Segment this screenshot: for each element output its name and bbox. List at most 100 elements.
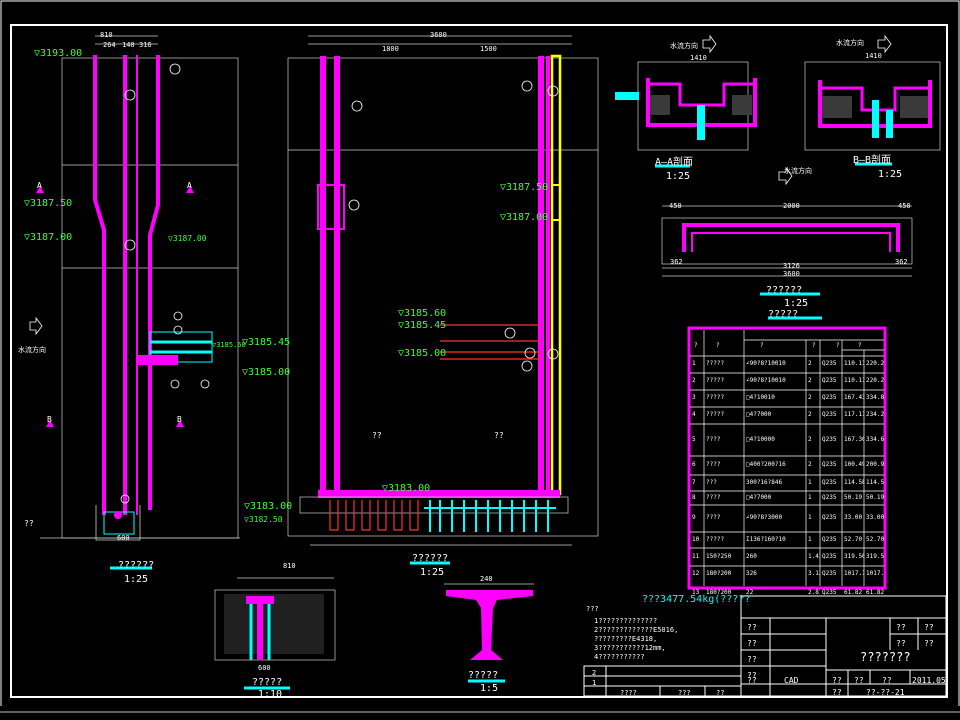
table-cell: 1 [692, 360, 696, 367]
table-cell: Q235 [822, 493, 837, 501]
table-cell: ∠90?8?3000 [746, 514, 783, 521]
plan-view-drawing [661, 166, 913, 320]
table-cell: 319.50 [844, 552, 864, 560]
flow-direction-bb: 水流方向 [836, 39, 864, 47]
table-cell: 52.70 [844, 535, 863, 543]
table-header-cell: ? [716, 342, 720, 349]
table-cell: 334.60 [866, 435, 884, 443]
table-cell: ???? [706, 493, 721, 501]
tb-r6b: ?? [854, 676, 864, 685]
table-cell: 50.19 [866, 493, 884, 501]
dim-450-right: 450 [898, 202, 911, 210]
tb-rev-2: 2 [592, 669, 597, 677]
section-bb-drawing [804, 34, 941, 166]
section-mark-a-left: A [37, 181, 42, 190]
table-cell: Q235 [822, 461, 837, 468]
detail-title: ????? [252, 677, 283, 688]
table-cell: ???? [706, 461, 721, 468]
tb-r6c: ?? [882, 676, 892, 685]
table-cell: 12 [692, 569, 700, 577]
dim-1410-aa: 1410 [690, 54, 707, 62]
dim-3600-front: 3600 [430, 31, 447, 39]
table-cell: 167.30 [844, 435, 864, 443]
elev-3185-00-left: ▽3185.00 [242, 367, 291, 378]
note-2: 2?????????????E5016, [594, 626, 679, 634]
table-cell: 220.22 [866, 360, 884, 367]
table-cell: 10 [692, 535, 700, 543]
table-cell: Q235 [822, 394, 837, 401]
tb-rev-a: ???? [620, 689, 637, 697]
elev-3187-50-front: ▽3187.50 [500, 182, 549, 193]
table-cell: □4?10010 [746, 394, 775, 401]
tb-r4a: ?? [747, 671, 757, 680]
dim-600-left: 600 [117, 534, 130, 542]
table-cell: 8 [692, 493, 696, 501]
table-cell: 220.22 [866, 377, 884, 384]
tb-r6a-bottom: ?? [832, 688, 842, 697]
material-table: 1?????∠90?8?100102Q235110.11220.222?????… [690, 356, 884, 596]
table-cell: ∠90?8?10010 [746, 377, 786, 384]
table-cell: □400?200?16 [746, 461, 786, 468]
rail-scale: 1:5 [480, 683, 499, 694]
table-cell: 33.00 [866, 514, 884, 521]
dim-3126: 3126 [783, 262, 800, 270]
tb-r3a: ?? [747, 655, 757, 664]
table-cell: 2 [808, 461, 812, 468]
elev-3185-45-front: ▽3185.45 [398, 320, 447, 331]
dim-810-top: 810 [100, 31, 113, 39]
dim-450-left: 450 [669, 202, 682, 210]
elev-3185-60-front: ▽3185.60 [398, 308, 447, 319]
table-cell: 319.50 [866, 552, 884, 560]
elev-3187-00-front: ▽3187.00 [500, 212, 549, 223]
table-header-cell: ? [836, 342, 840, 349]
table-cell: 150?250 [706, 552, 732, 560]
table-cell: ???? [706, 514, 721, 521]
front-scale: 1:25 [420, 567, 445, 578]
table-cell: 2 [808, 435, 812, 443]
section-mark-b-right: B [177, 415, 182, 424]
table-cell: Q235 [822, 411, 837, 418]
table-cell: I136?160?10 [746, 535, 786, 543]
table-cell: Q235 [822, 435, 837, 443]
table-cell: Q235 [822, 569, 837, 577]
tb-r5a: ?? [747, 676, 757, 685]
elev-3185-45-left: ▽3185.45 [242, 337, 291, 348]
table-cell: 326 [746, 569, 757, 577]
title-block-frame [583, 595, 947, 697]
flow-direction-left: 水流方向 [18, 346, 46, 354]
table-cell: 7 [692, 478, 696, 486]
table-cell: 33.00 [844, 514, 863, 521]
table-cell: 300?16?846 [746, 478, 783, 486]
bottom-strip [0, 706, 960, 720]
front-elevation-drawing [287, 35, 599, 565]
table-cell: ????? [706, 360, 725, 367]
table-cell: ????? [706, 535, 725, 543]
table-cell: 2 [808, 360, 812, 367]
front-label-right: ?? [494, 431, 504, 440]
tb-big-title: ??????? [860, 650, 911, 664]
table-cell: □4?7000 [746, 493, 772, 501]
plan-scale: 1:25 [784, 298, 809, 309]
table-cell: 5 [692, 435, 696, 443]
table-cell: 52.70 [866, 535, 884, 543]
table-cell: 100.49 [844, 461, 864, 468]
tb-date: 2011.05 [912, 676, 946, 685]
dim-362-right: 362 [895, 258, 908, 266]
section-aa-drawing [615, 34, 757, 168]
note-4: 3???????????12mm, [594, 644, 666, 652]
elev-3183-00-left: ▽3183.00 [244, 501, 293, 512]
dim-600-detail: 600 [258, 664, 271, 672]
anchor-detail-drawing [214, 577, 336, 690]
tb-r2c: ?? [924, 639, 934, 648]
section-aa-title: A—A剖面 [655, 157, 694, 168]
section-aa-scale: 1:25 [666, 171, 691, 182]
table-cell: 4 [692, 411, 696, 418]
table-cell: 9 [692, 514, 696, 521]
table-cell: 1017.12 [844, 569, 864, 577]
table-cell: ????? [706, 394, 725, 401]
table-cell: 234.22 [866, 411, 884, 418]
tb-r2b: ?? [896, 639, 906, 648]
table-cell: Q235 [822, 552, 837, 560]
table-header-cell: ? [858, 342, 862, 349]
dim-316: 316 [139, 41, 152, 49]
